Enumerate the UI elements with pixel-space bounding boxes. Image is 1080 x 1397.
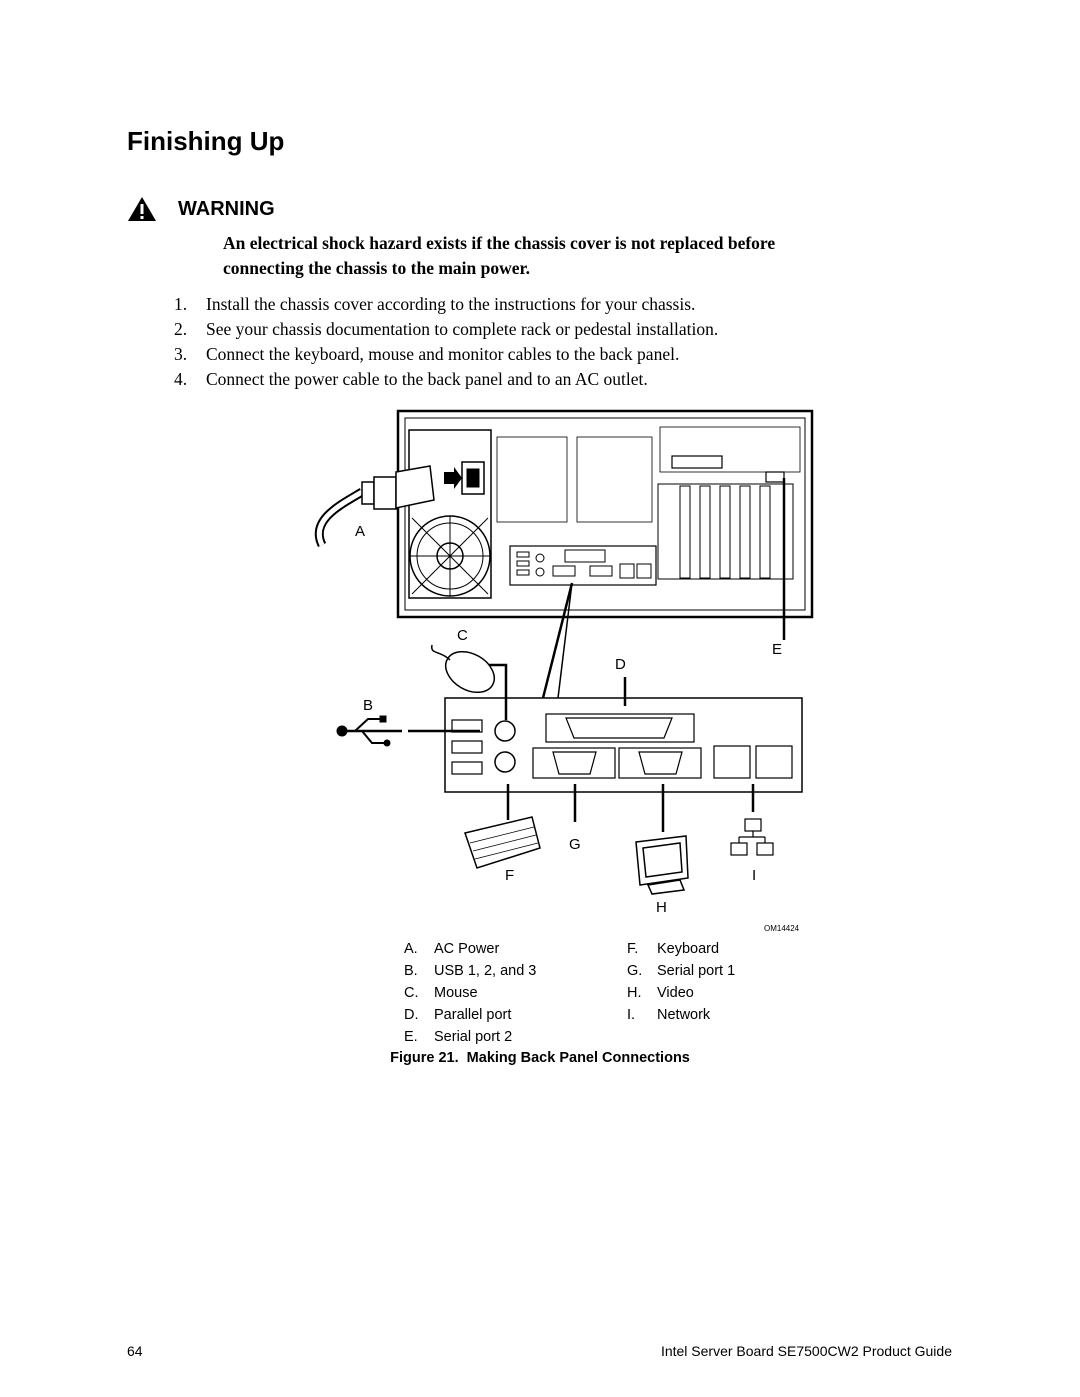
list-item: E.Serial port 2 <box>404 1029 513 1045</box>
figure-number: Figure 21. <box>390 1050 459 1066</box>
list-item: 1.Install the chassis cover according to… <box>174 294 696 314</box>
list-item: F.Keyboard <box>627 941 720 957</box>
figure-legend-right: F.Keyboard G.Serial port 1 H.Video I.Net… <box>627 938 735 1026</box>
callout-d: D <box>615 656 626 673</box>
callout-b: B <box>363 697 373 714</box>
figure-title: Making Back Panel Connections <box>466 1050 690 1066</box>
list-item: 2.See your chassis documentation to comp… <box>174 319 719 339</box>
usb-symbol-icon <box>336 715 402 747</box>
list-item: 3.Connect the keyboard, mouse and monito… <box>174 344 680 364</box>
network-icon <box>730 818 774 856</box>
document-title: Intel Server Board SE7500CW2 Product Gui… <box>660 1343 952 1359</box>
back-panel-figure: A B C D E F G H I OM14424 <box>314 409 814 933</box>
figure-caption: Figure 21. Making Back Panel Connections <box>0 1050 1080 1066</box>
list-item: G.Serial port 1 <box>627 963 736 979</box>
list-item: I.Network <box>627 1007 711 1023</box>
list-item: A.AC Power <box>404 941 500 957</box>
page-number: 64 <box>127 1343 143 1359</box>
callout-i: I <box>752 867 756 884</box>
warning-text: An electrical shock hazard exists if the… <box>223 233 776 278</box>
callout-h: H <box>656 899 667 916</box>
page-title: Finishing Up <box>127 126 285 156</box>
io-panel-illustration <box>444 697 803 793</box>
callout-e: E <box>772 641 782 658</box>
warning-title: WARNING <box>178 198 275 220</box>
list-item: H.Video <box>627 985 694 1001</box>
chassis-back-illustration <box>396 409 814 619</box>
figure-code: OM14424 <box>764 924 800 933</box>
keyboard-icon <box>464 816 541 869</box>
mouse-icon <box>431 644 495 694</box>
steps-list: 1.Install the chassis cover according to… <box>174 292 718 392</box>
list-item: B.USB 1, 2, and 3 <box>404 963 537 979</box>
list-item: C.Mouse <box>404 985 478 1001</box>
monitor-icon <box>635 835 689 895</box>
list-item: 4.Connect the power cable to the back pa… <box>174 369 648 389</box>
callout-f: F <box>505 867 514 884</box>
power-cable-illustration <box>314 465 435 547</box>
list-item: D.Parallel port <box>404 1007 512 1023</box>
callout-g: G <box>569 836 581 853</box>
callout-a: A <box>355 523 365 540</box>
figure-legend-left: A.AC Power B.USB 1, 2, and 3 C.Mouse D.P… <box>404 938 536 1048</box>
callout-c: C <box>457 627 468 644</box>
warning-triangle-icon <box>128 197 156 221</box>
